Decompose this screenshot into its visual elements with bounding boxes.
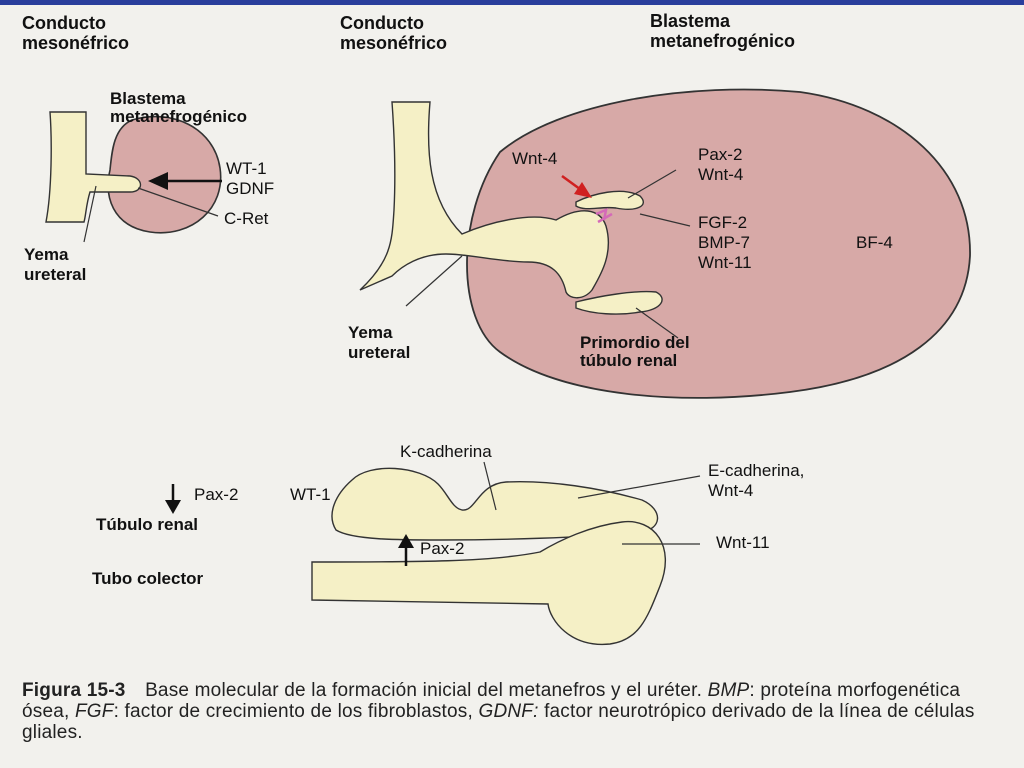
label-k-cadherina: K-cadherina [400,442,492,461]
label-bf4: BF-4 [856,233,893,252]
label-blastema-top-right: Blastema [650,11,731,31]
right-blastema [466,88,971,399]
label-wnt4-red: Wnt-4 [512,149,558,168]
label-mesonefrico-mid: mesonéfrico [340,33,448,53]
left-leader-yema [83,185,97,243]
caption-text-1: Base molecular de la formación inicial d… [145,680,703,701]
label-pax2-bottom-2: Pax-2 [420,539,465,558]
label-wnt4-bottom: Wnt-4 [708,481,754,500]
caption-fgf: FGF [74,701,114,722]
left-arrowhead [148,172,168,190]
label-wt1-left: WT-1 [226,159,267,178]
leader-fgf2 [639,213,691,227]
label-tubulo-renal-bottom: Túbulo renal [96,515,198,534]
down-arrowhead [165,500,181,514]
label-metanefrogenico-top-right: metanefrogénico [650,31,796,51]
leader-primordio [635,307,679,339]
pink-signal-mark [595,207,613,224]
label-fgf2: FGF-2 [698,213,748,232]
label-pax2-right: Pax-2 [698,145,743,164]
label-cret-left: C-Ret [224,209,269,228]
caption-text-4: factor neurotrópico derivado de la línea… [22,701,975,743]
caption-figure-number: Figura 15-3 [22,680,126,701]
label-mesonefrico-left: mesonéfrico [22,33,130,53]
left-mesonephric-duct [45,111,142,223]
caption-text-3: : factor de crecimiento de los fibroblas… [113,701,473,722]
up-arrowhead [398,534,414,548]
label-wnt4-right: Wnt-4 [698,165,744,184]
red-arrowhead [574,182,592,198]
left-leader-cret [137,187,219,217]
label-metanefrogenico-left: metanefrogénico [110,107,247,126]
label-ureteral-left: ureteral [24,265,87,284]
leader-ecad [577,475,701,499]
label-wt1-bottom: WT-1 [290,485,331,504]
right-ureteric-bud [359,101,610,299]
label-tubo-colector: Tubo colector [92,569,204,588]
caption-text-2: : proteína morfogenética ósea, [22,680,961,722]
label-tubulo-renal-right: túbulo renal [580,351,678,370]
caption-gdnf: GDNF: [478,701,539,722]
label-yema-left: Yema [24,245,69,264]
label-conducto-left: Conducto [22,13,106,33]
label-wnt11-bottom: Wnt-11 [716,533,770,552]
label-yema-right: Yema [348,323,393,342]
top-accent-bar [0,0,1024,5]
label-primordio: Primordio del [580,333,690,352]
diagram-artwork [45,88,971,645]
label-gdnf-left: GDNF [226,179,275,198]
leader-kcad [483,461,497,511]
right-vesicle-top [575,190,644,210]
label-pax2-bottom: Pax-2 [194,485,239,504]
label-e-cadherina: E-cadherina, [708,461,805,480]
leader-pax2 [627,169,677,199]
label-conducto-mid: Conducto [340,13,424,33]
right-vesicle-bottom [575,290,663,315]
caption-bmp: BMP [707,680,750,701]
label-blastema-left: Blastema [110,89,186,108]
leader-yema-right [405,255,463,307]
label-ureteral-right: ureteral [348,343,411,362]
label-bmp7: BMP-7 [698,233,750,252]
collecting-duct [311,520,666,645]
figure-caption: Figura 15-3 Base molecular de la formaci… [22,680,1012,743]
label-wnt11-right: Wnt-11 [698,253,752,272]
